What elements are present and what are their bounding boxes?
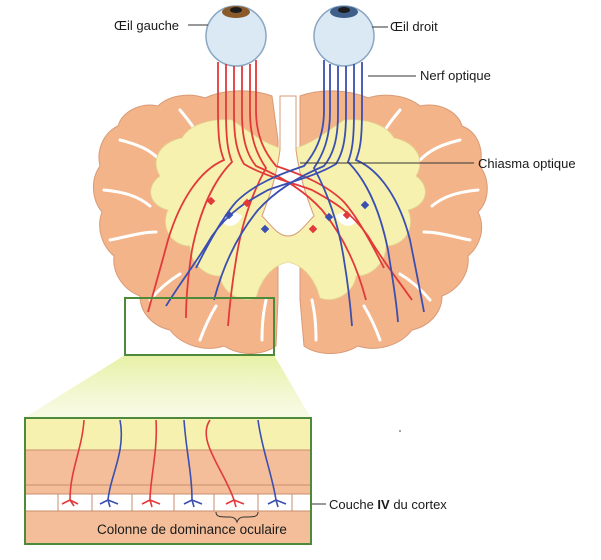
detail-top-band <box>25 418 311 450</box>
callout-lines <box>188 24 474 505</box>
lgn-relay-markers <box>206 196 370 234</box>
dominance-column-label: Colonne de dominance oculaire <box>97 522 287 537</box>
optic-nerve-label: Nerf optique <box>420 68 491 83</box>
layer-iv-prefix: Couche <box>329 497 378 512</box>
optic-chiasm-label: Chiasma optique <box>478 156 576 171</box>
right-eye-label: Œil droit <box>390 19 438 34</box>
left-eye <box>205 5 267 67</box>
layer-iv-number: IV <box>377 497 390 512</box>
left-eye-label: Œil gauche <box>114 18 180 33</box>
detail-fibers-left-eye <box>61 419 245 508</box>
right-eye-fibers <box>165 60 425 327</box>
layer-iv-dividers <box>57 494 293 511</box>
layer-iv-label: Couche IV du cortex <box>329 497 447 512</box>
left-eye-fibers <box>147 60 413 327</box>
detail-frame <box>24 417 312 545</box>
cortex-detail-panel <box>24 417 312 545</box>
brain-section <box>93 90 488 354</box>
layer-iv-strip <box>24 493 312 512</box>
layer-iv-suffix: du cortex <box>389 497 447 512</box>
right-eye <box>313 5 375 67</box>
dominance-column-brace <box>215 511 259 524</box>
zoom-projection <box>24 355 311 418</box>
zoom-region-box <box>124 297 275 356</box>
detail-fibers-right-eye <box>99 419 287 508</box>
